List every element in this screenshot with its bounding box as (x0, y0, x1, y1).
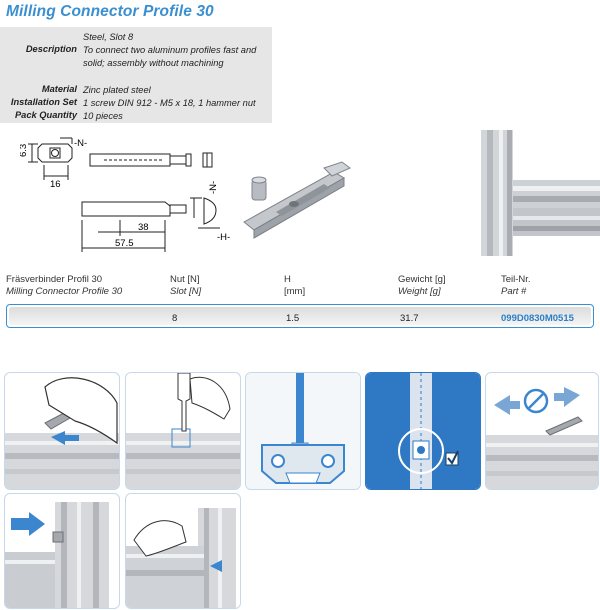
dim-n-top-label: -N- (74, 138, 87, 149)
dim-h-label: -H- (217, 232, 230, 243)
col-header-part-de: Teil-Nr. (501, 274, 531, 285)
cross-section-view (28, 137, 73, 180)
cell-h: 1.5 (286, 313, 300, 324)
prohibited-icon (523, 388, 549, 414)
col-header-name-en: Milling Connector Profile 30 (6, 286, 123, 297)
spec-value-pack-quantity: 10 pieces (83, 111, 123, 121)
step-4-illustration (366, 373, 480, 489)
profile-vertical (481, 130, 513, 256)
spec-label-installation-set: Installation Set (10, 97, 77, 107)
cell-slot: 8 (172, 313, 178, 324)
col-header-part-en: Part # (501, 286, 527, 297)
dim-height-label: 6.3 (20, 144, 29, 157)
dim-width-label: 16 (50, 179, 61, 190)
spec-value-material: Zinc plated steel (83, 85, 151, 95)
col-header-weight-de: Gewicht [g] (398, 274, 446, 285)
step-2-illustration (126, 373, 240, 489)
step-7-illustration (126, 508, 236, 608)
top-view (89, 152, 213, 168)
spec-label-description: Description (25, 44, 77, 54)
dim-38-label: 38 (138, 222, 149, 233)
screwdriver-icon (177, 373, 191, 432)
col-header-part: Teil-Nr. Part # (501, 274, 531, 298)
spec-label-material: Material (41, 84, 77, 94)
arrow-left-icon (51, 431, 79, 445)
product-title: Milling Connector Profile 30 (6, 3, 214, 20)
step-6-illustration (5, 502, 109, 608)
col-header-weight: Gewicht [g] Weight [g] (398, 274, 446, 298)
spec-value-installation-set: 1 screw DIN 912 - M5 x 18, 1 hammer nut (83, 98, 256, 108)
arrow-right-icon (11, 512, 45, 536)
step-2-panel (125, 372, 241, 490)
col-header-slot-de: Nut [N] (170, 274, 200, 285)
col-header-name-de: Fräsverbinder Profil 30 (6, 274, 103, 285)
col-header-weight-en: Weight [g] (398, 286, 441, 297)
col-header-h-de: H (284, 274, 291, 285)
step-5-panel (485, 372, 599, 490)
spec-label-pack-quantity: Pack Quantity (14, 110, 77, 120)
table-row[interactable] (6, 304, 594, 328)
cell-part-number[interactable]: 099D0830M0515 (501, 313, 574, 324)
spec-value-0: Steel, Slot 8 (83, 32, 134, 42)
dim-57-label: 57.5 (115, 238, 134, 249)
dim-n-side-label: -N- (208, 181, 219, 194)
step-6-panel (4, 493, 120, 609)
arrow-right-icon (554, 387, 580, 407)
step-7-panel (125, 493, 241, 609)
profile-photo (477, 130, 600, 256)
step-4-panel (365, 372, 481, 490)
col-header-h: H [mm] (284, 274, 305, 298)
step-3-illustration (246, 373, 360, 489)
spec-value-description: To connect two aluminum profiles fast an… (83, 45, 257, 68)
connector-3d (243, 161, 351, 239)
col-header-name: Fräsverbinder Profil 30 Milling Connecto… (6, 274, 122, 298)
technical-drawing: 6.3 -N- 16 -N- -H- 38 57.5 (20, 137, 230, 252)
product-3d-image (243, 161, 351, 239)
col-header-h-en: [mm] (284, 286, 306, 297)
profile-horizontal (513, 180, 600, 236)
step-1-panel (4, 372, 120, 490)
arrow-left-icon (494, 395, 520, 415)
step-3-panel (245, 372, 361, 490)
col-header-slot: Nut [N] Slot [N] (170, 274, 201, 298)
step-5-illustration (486, 387, 598, 489)
cell-weight: 31.7 (400, 313, 419, 324)
step-1-illustration (5, 377, 119, 489)
spec-box: Steel, Slot 8 Description To connect two… (0, 27, 272, 123)
side-view (81, 197, 220, 252)
col-header-slot-en: Slot [N] (170, 286, 202, 297)
arrow-right-icon (210, 560, 222, 572)
